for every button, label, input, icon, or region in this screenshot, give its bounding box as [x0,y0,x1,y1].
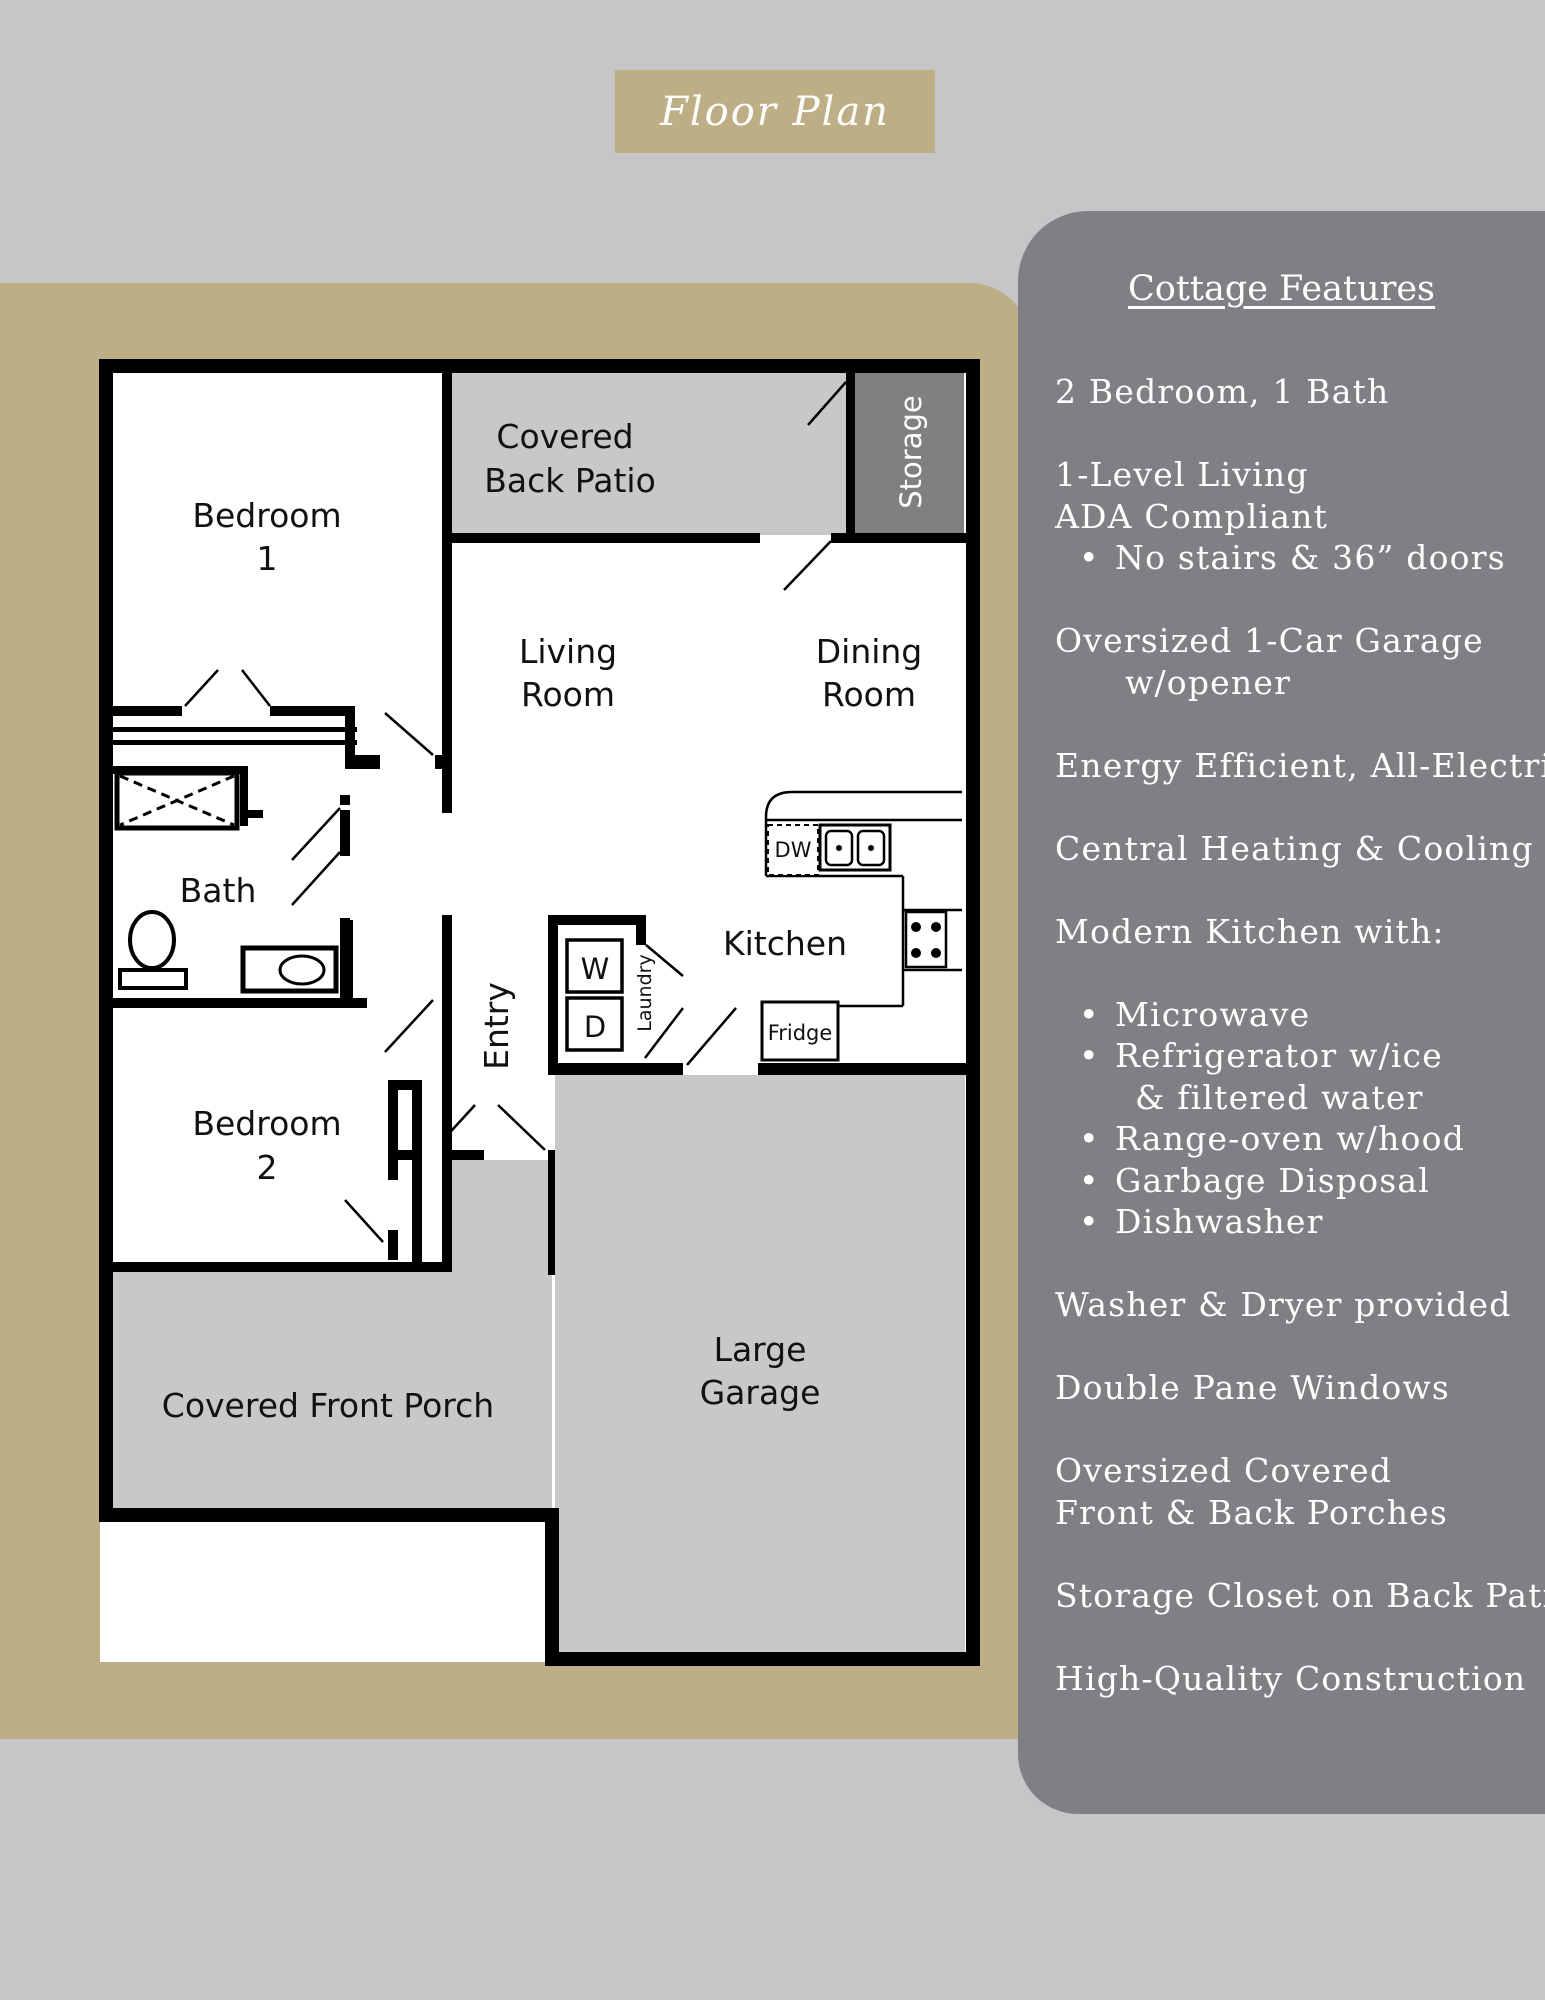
list-item: Dishwasher [1055,1201,1540,1243]
kitchen-counter [764,790,962,1008]
feature-garage-text-line1: Oversized 1-Car Garage [1055,621,1484,660]
ada-detail-text: No stairs & 36” doors [1115,538,1506,577]
large-garage-label-line1: Large [714,1330,807,1369]
garage-area [555,1075,965,1655]
list-item: Microwave [1055,994,1540,1036]
kitchen-sink-icon [818,823,892,872]
bedroom1-label-line2: 1 [257,539,278,578]
storage-label: Storage [894,395,928,508]
dining-room-label-line1: Dining [816,632,923,671]
covered-back-patio-label-line1: Covered [496,417,633,456]
fridge-label: Fridge [768,1021,833,1045]
feature-kitchen: Modern Kitchen with: Microwave Refrigera… [1055,911,1540,1243]
ada-detail-list: No stairs & 36” doors [1055,537,1540,579]
feature-washer-dryer: Washer & Dryer provided [1055,1284,1540,1326]
bedroom1-label-line1: Bedroom [192,496,341,535]
features-list: 2 Bedroom, 1 Bath 1-Level Living ADA Com… [1055,371,1545,1741]
features-title: Cottage Features [1127,269,1436,309]
features-panel: Cottage Features 2 Bedroom, 1 Bath 1-Lev… [1018,211,1545,1814]
feature-windows-text: Double Pane Windows [1055,1368,1451,1407]
feature-bedrooms-baths: 2 Bedroom, 1 Bath [1055,371,1540,413]
bath-sink-icon [240,920,353,1002]
washer-label: W [581,952,610,986]
feature-bedrooms-baths-text: 2 Bedroom, 1 Bath [1055,372,1390,411]
dryer-label: D [584,1010,606,1044]
kitchen-item-dishwasher: Dishwasher [1115,1202,1324,1241]
feature-hvac-text: Central Heating & Cooling [1055,828,1534,868]
fridge-icon [760,1000,840,1062]
feature-porches: Oversized Covered Front & Back Porches [1055,1450,1540,1533]
covered-front-porch-label: Covered Front Porch [162,1386,494,1425]
kitchen-item-range: Range-oven w/hood [1115,1119,1465,1158]
list-item: Garbage Disposal [1055,1160,1540,1202]
bedroom2-label-line2: 2 [257,1148,278,1187]
feature-hvac: Central Heating & Cooling [1055,828,1540,870]
feature-level-living-text: 1-Level Living [1055,455,1309,494]
feature-kitchen-intro-text: Modern Kitchen with: [1055,911,1445,951]
list-item: Range-oven w/hood [1055,1118,1540,1160]
entry-walkway-area [451,1160,553,1275]
kitchen-item-fridge-line1: Refrigerator w/ice [1115,1036,1443,1075]
living-room-label-line2: Room [521,675,615,714]
floor-plan-title: Floor Plan [660,88,890,135]
feature-garage: Oversized 1-Car Garage w/opener [1055,620,1540,703]
exterior-walls [99,359,980,1666]
feature-accessibility: 1-Level Living ADA Compliant No stairs &… [1055,454,1540,579]
kitchen-items-list: Microwave Refrigerator w/ice & filtered … [1055,994,1540,1243]
feature-storage-text: Storage Closet on Back Patio [1055,1575,1545,1615]
entry-label: Entry [477,982,516,1070]
dryer-icon [565,996,624,1052]
shower-icon [114,770,240,831]
floor-plan-title-badge: Floor Plan [615,70,935,153]
feature-washer-dryer-text: Washer & Dryer provided [1055,1285,1512,1324]
toilet-icon [118,910,188,990]
bedroom2-label-line1: Bedroom [192,1104,341,1143]
laundry-label: Laundry [634,954,656,1031]
living-room-label-line1: Living [519,632,617,671]
dishwasher-icon [767,824,819,876]
covered-back-patio-label-line2: Back Patio [484,461,656,500]
feature-storage: Storage Closet on Back Patio [1055,1575,1545,1617]
feature-porches-text-line2: Front & Back Porches [1055,1492,1449,1532]
feature-garage-text-line2: w/opener [1125,662,1292,702]
feature-windows: Double Pane Windows [1055,1367,1540,1409]
feature-porches-text-line1: Oversized Covered [1055,1451,1393,1490]
kitchen-label: Kitchen [723,924,847,963]
storage-area [854,365,964,535]
range-cooktop-icon [904,910,948,969]
feature-energy-text: Energy Efficient, All-Electric [1055,745,1545,785]
list-item: Refrigerator w/ice & filtered water [1055,1035,1540,1118]
front-porch-area [107,1270,552,1515]
feature-construction: High-Quality Construction [1055,1658,1540,1700]
large-garage-label-line2: Garage [700,1373,821,1412]
list-item: No stairs & 36” doors [1055,537,1540,579]
dining-room-label-line2: Room [822,675,916,714]
feature-construction-text: High-Quality Construction [1055,1658,1527,1698]
feature-ada-text: ADA Compliant [1055,496,1329,536]
feature-energy: Energy Efficient, All-Electric [1055,745,1545,787]
door-swings [184,381,847,1243]
interior-walls [107,365,971,1275]
bath-label: Bath [180,871,257,910]
kitchen-item-fridge-line2: & filtered water [1135,1077,1424,1117]
washer-icon [565,938,624,994]
dishwasher-label: DW [775,838,812,862]
covered-back-patio-area [450,365,846,535]
kitchen-item-disposal: Garbage Disposal [1115,1160,1431,1200]
kitchen-item-microwave: Microwave [1115,994,1311,1034]
